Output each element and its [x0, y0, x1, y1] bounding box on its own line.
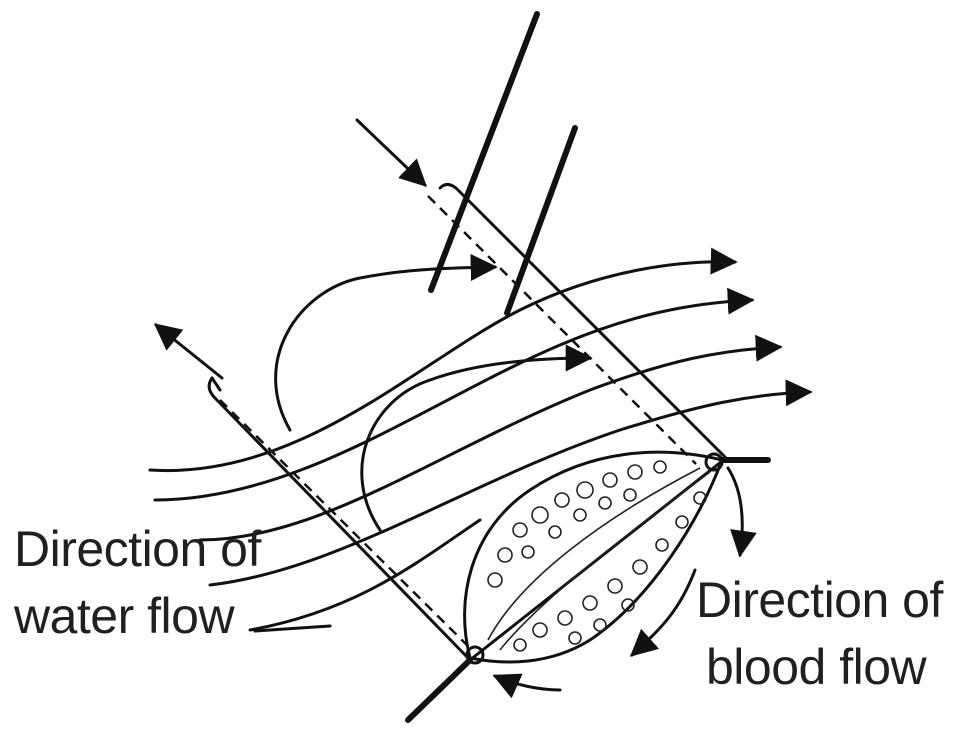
blood-flow-label-line1: Direction of: [696, 570, 943, 630]
water-flow-label-line2: water flow: [14, 586, 234, 646]
water-flow-label-line1: Direction of: [14, 519, 261, 579]
blood-flow-label-line2: blood flow: [706, 637, 926, 697]
inflow-arrow-top: [357, 120, 425, 185]
blood-vessel: [465, 452, 722, 663]
outflow-arrow-left: [156, 325, 222, 378]
vessel-stub-bottom: [408, 660, 470, 720]
secondary-lamellae: [276, 267, 590, 530]
gill-filament-long: [431, 14, 537, 290]
